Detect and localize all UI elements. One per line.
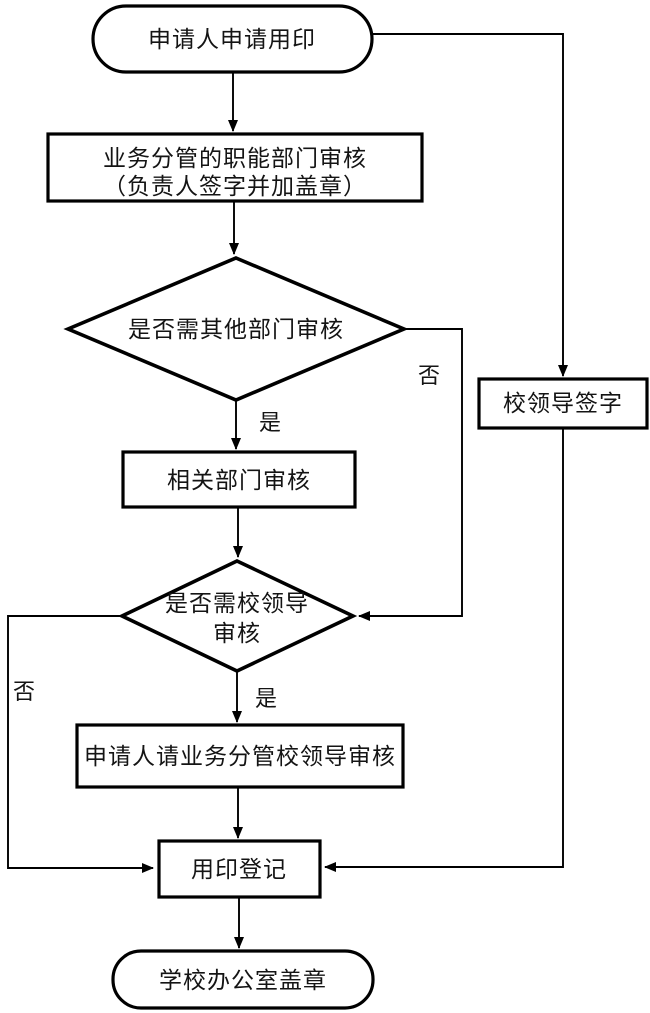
dept-review-label-line2: （负责人签字并加盖章）: [103, 174, 367, 200]
edge-labels: 是 否 是 否: [13, 364, 440, 712]
label-decision2-no: 否: [13, 680, 35, 705]
edge-decision2-no-to-seal-register: [7, 615, 154, 873]
seal-register-box: [157, 839, 322, 899]
label-decision1-no: 否: [418, 364, 440, 389]
end-label: 学校办公室盖章: [159, 968, 327, 994]
edge-decision1-no-to-decision2: [358, 328, 463, 621]
node-applicant-leader-review: 申请人请业务分管校领导审核: [75, 723, 405, 789]
decision-school-leader-diamond: [117, 559, 358, 673]
label-decision2-yes: 是: [255, 687, 277, 712]
edges: [7, 33, 568, 949]
applicant-leader-review-label: 申请人请业务分管校领导审核: [84, 744, 396, 770]
decision-school-leader-label-line1: 是否需校领导: [165, 591, 309, 617]
applicant-leader-review-box: [75, 723, 405, 789]
related-dept-review-label: 相关部门审核: [167, 468, 311, 494]
node-related-dept-review: 相关部门审核: [121, 450, 357, 509]
leader-sign-box: [477, 377, 649, 430]
dept-review-label-line1: 业务分管的职能部门审核: [103, 146, 367, 172]
label-decision1-yes: 是: [259, 411, 281, 436]
related-dept-review-box: [121, 450, 357, 509]
dept-review-box: [46, 132, 424, 203]
node-end: 学校办公室盖章: [111, 949, 375, 1010]
leader-sign-label: 校领导签字: [503, 391, 623, 417]
node-seal-register: 用印登记: [157, 839, 322, 899]
end-terminator-shape: [111, 949, 375, 1010]
decision-school-leader-label-line2: 审核: [213, 621, 261, 647]
start-terminator-shape: [91, 4, 374, 74]
seal-register-label: 用印登记: [191, 857, 287, 883]
node-decision-school-leader: 是否需校领导 审核: [117, 559, 358, 673]
node-dept-review: 业务分管的职能部门审核 （负责人签字并加盖章）: [46, 132, 424, 203]
node-start: 申请人申请用印: [91, 4, 374, 74]
node-leader-sign: 校领导签字: [477, 377, 649, 430]
edge-leader-sign-to-seal-register: [324, 429, 564, 872]
decision-other-dept-diamond: [63, 256, 409, 402]
start-label: 申请人申请用印: [148, 27, 316, 53]
edge-start-to-leader-sign: [373, 33, 568, 377]
decision-other-dept-label: 是否需其他部门审核: [128, 317, 344, 343]
node-decision-other-dept: 是否需其他部门审核: [63, 256, 409, 402]
